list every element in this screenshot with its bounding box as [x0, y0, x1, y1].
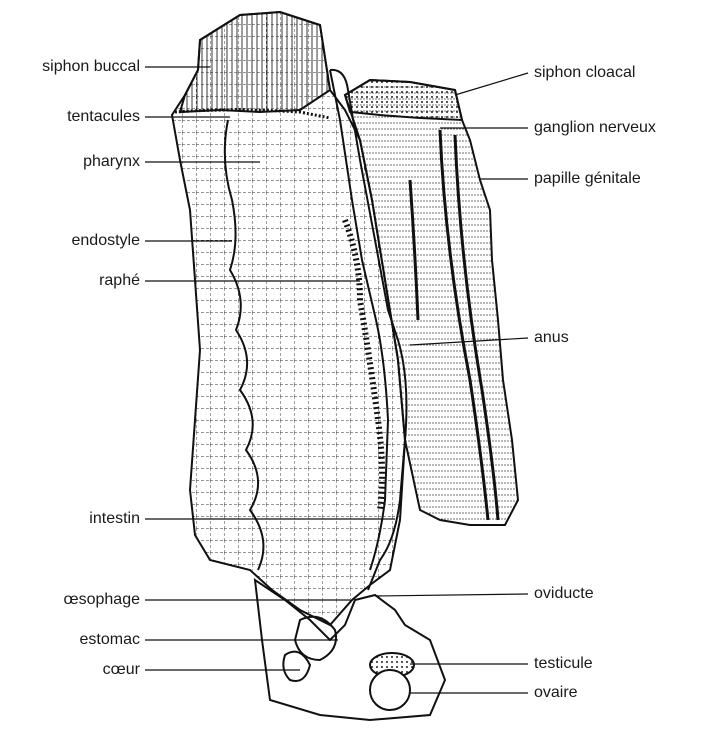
label-papille-genitale: papille génitale: [534, 169, 641, 189]
label-oviducte: oviducte: [534, 584, 594, 604]
cloacal-siphon-shape: [345, 80, 462, 120]
label-coeur: cœur: [0, 660, 140, 680]
label-testicule: testicule: [534, 654, 593, 674]
buccal-siphon-shape: [180, 12, 330, 112]
label-intestin: intestin: [0, 509, 140, 529]
label-tentacules: tentacules: [0, 107, 140, 127]
label-pharynx: pharynx: [0, 152, 140, 172]
label-ovaire: ovaire: [534, 683, 578, 703]
label-ganglion-nerveux: ganglion nerveux: [534, 118, 656, 138]
label-siphon-cloacal: siphon cloacal: [534, 63, 635, 83]
label-estomac: estomac: [0, 630, 140, 650]
label-oesophage: œsophage: [0, 590, 140, 610]
label-endostyle: endostyle: [0, 231, 140, 251]
label-raphe: raphé: [0, 271, 140, 291]
ovary-shape: [370, 670, 410, 710]
label-anus: anus: [534, 328, 569, 348]
label-siphon-buccal: siphon buccal: [0, 57, 140, 77]
